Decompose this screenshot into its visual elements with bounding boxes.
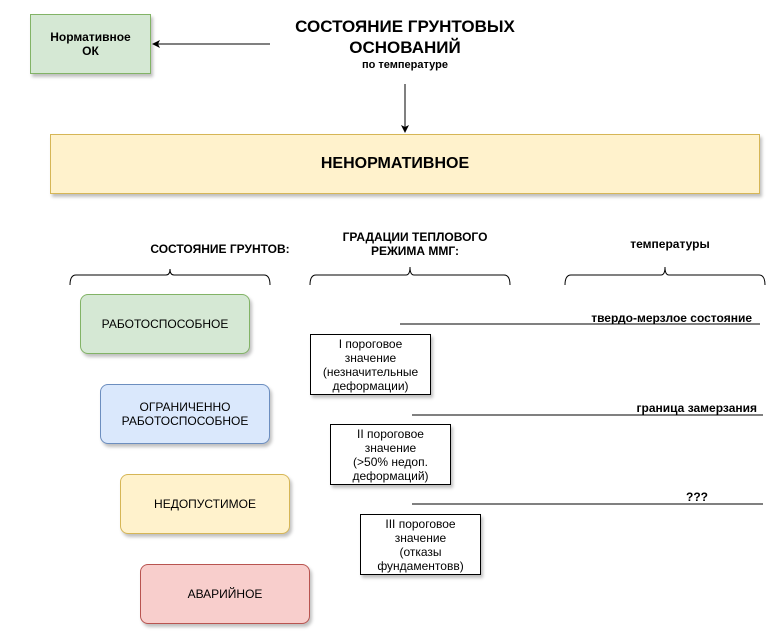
threshold-text: деформаций) bbox=[352, 468, 429, 483]
non-normative-label: НЕНОРМАТИВНОЕ bbox=[320, 155, 470, 172]
brace-soil-state bbox=[69, 268, 271, 286]
threshold-text: III пороговое bbox=[385, 516, 456, 531]
non-normative-box[interactable]: НЕНОРМАТИВНОЕ bbox=[50, 134, 760, 194]
threshold-text: (>50% недоп. bbox=[353, 454, 428, 469]
gradations-line-2: РЕЖИМА ММГ: bbox=[370, 244, 460, 258]
temperature-label-3: ??? bbox=[686, 490, 708, 504]
title-subtitle: по температуре bbox=[362, 59, 448, 71]
soil-state-header: СОСТОЯНИЕ ГРУНТОВ: bbox=[150, 242, 290, 256]
temperature-label-2: граница замерзания bbox=[636, 401, 757, 415]
page-title: СОСТОЯНИЕ ГРУНТОВЫХ ОСНОВАНИЙ по темпера… bbox=[260, 16, 550, 72]
state-emergency[interactable]: АВАРИЙНОЕ bbox=[140, 564, 310, 624]
threshold-text: деформации) bbox=[332, 378, 409, 393]
threshold-text: значение bbox=[344, 350, 397, 365]
temperatures-header: температуры bbox=[630, 237, 710, 251]
threshold-text: (отказы bbox=[399, 544, 442, 559]
brace-temperatures bbox=[564, 266, 766, 286]
temperature-label-1: твердо-мерзлое состояние bbox=[591, 311, 752, 325]
threshold-text: (незначительные bbox=[322, 364, 419, 379]
title-line-2: ОСНОВАНИЙ bbox=[349, 38, 461, 57]
state-label: ОГРАНИЧЕННО bbox=[139, 400, 231, 414]
state-label: АВАРИЙНОЕ bbox=[187, 587, 263, 601]
brace-gradations bbox=[309, 266, 511, 286]
threshold-text: II пороговое bbox=[357, 426, 424, 441]
state-unacceptable[interactable]: НЕДОПУСТИМОЕ bbox=[120, 474, 290, 534]
threshold-text: значение bbox=[394, 530, 447, 545]
gradations-line-1: ГРАДАЦИИ ТЕПЛОВОГО bbox=[342, 230, 488, 244]
state-operable[interactable]: РАБОТОСПОСОБНОЕ bbox=[80, 294, 250, 354]
ok-label: ОК bbox=[82, 44, 99, 58]
threshold-text: фундаментовв) bbox=[377, 558, 464, 573]
gradations-header: ГРАДАЦИИ ТЕПЛОВОГО РЕЖИМА ММГ: bbox=[310, 230, 520, 258]
title-line-1: СОСТОЯНИЕ ГРУНТОВЫХ bbox=[295, 17, 515, 36]
threshold-text: I пороговое bbox=[338, 336, 403, 351]
state-label: РАБОТОСПОСОБНОЕ bbox=[121, 414, 249, 428]
state-label: НЕДОПУСТИМОЕ bbox=[154, 497, 256, 511]
normative-label: Нормативное bbox=[50, 30, 131, 44]
threshold-text: значение bbox=[364, 440, 417, 455]
state-label: РАБОТОСПОСОБНОЕ bbox=[101, 317, 229, 331]
